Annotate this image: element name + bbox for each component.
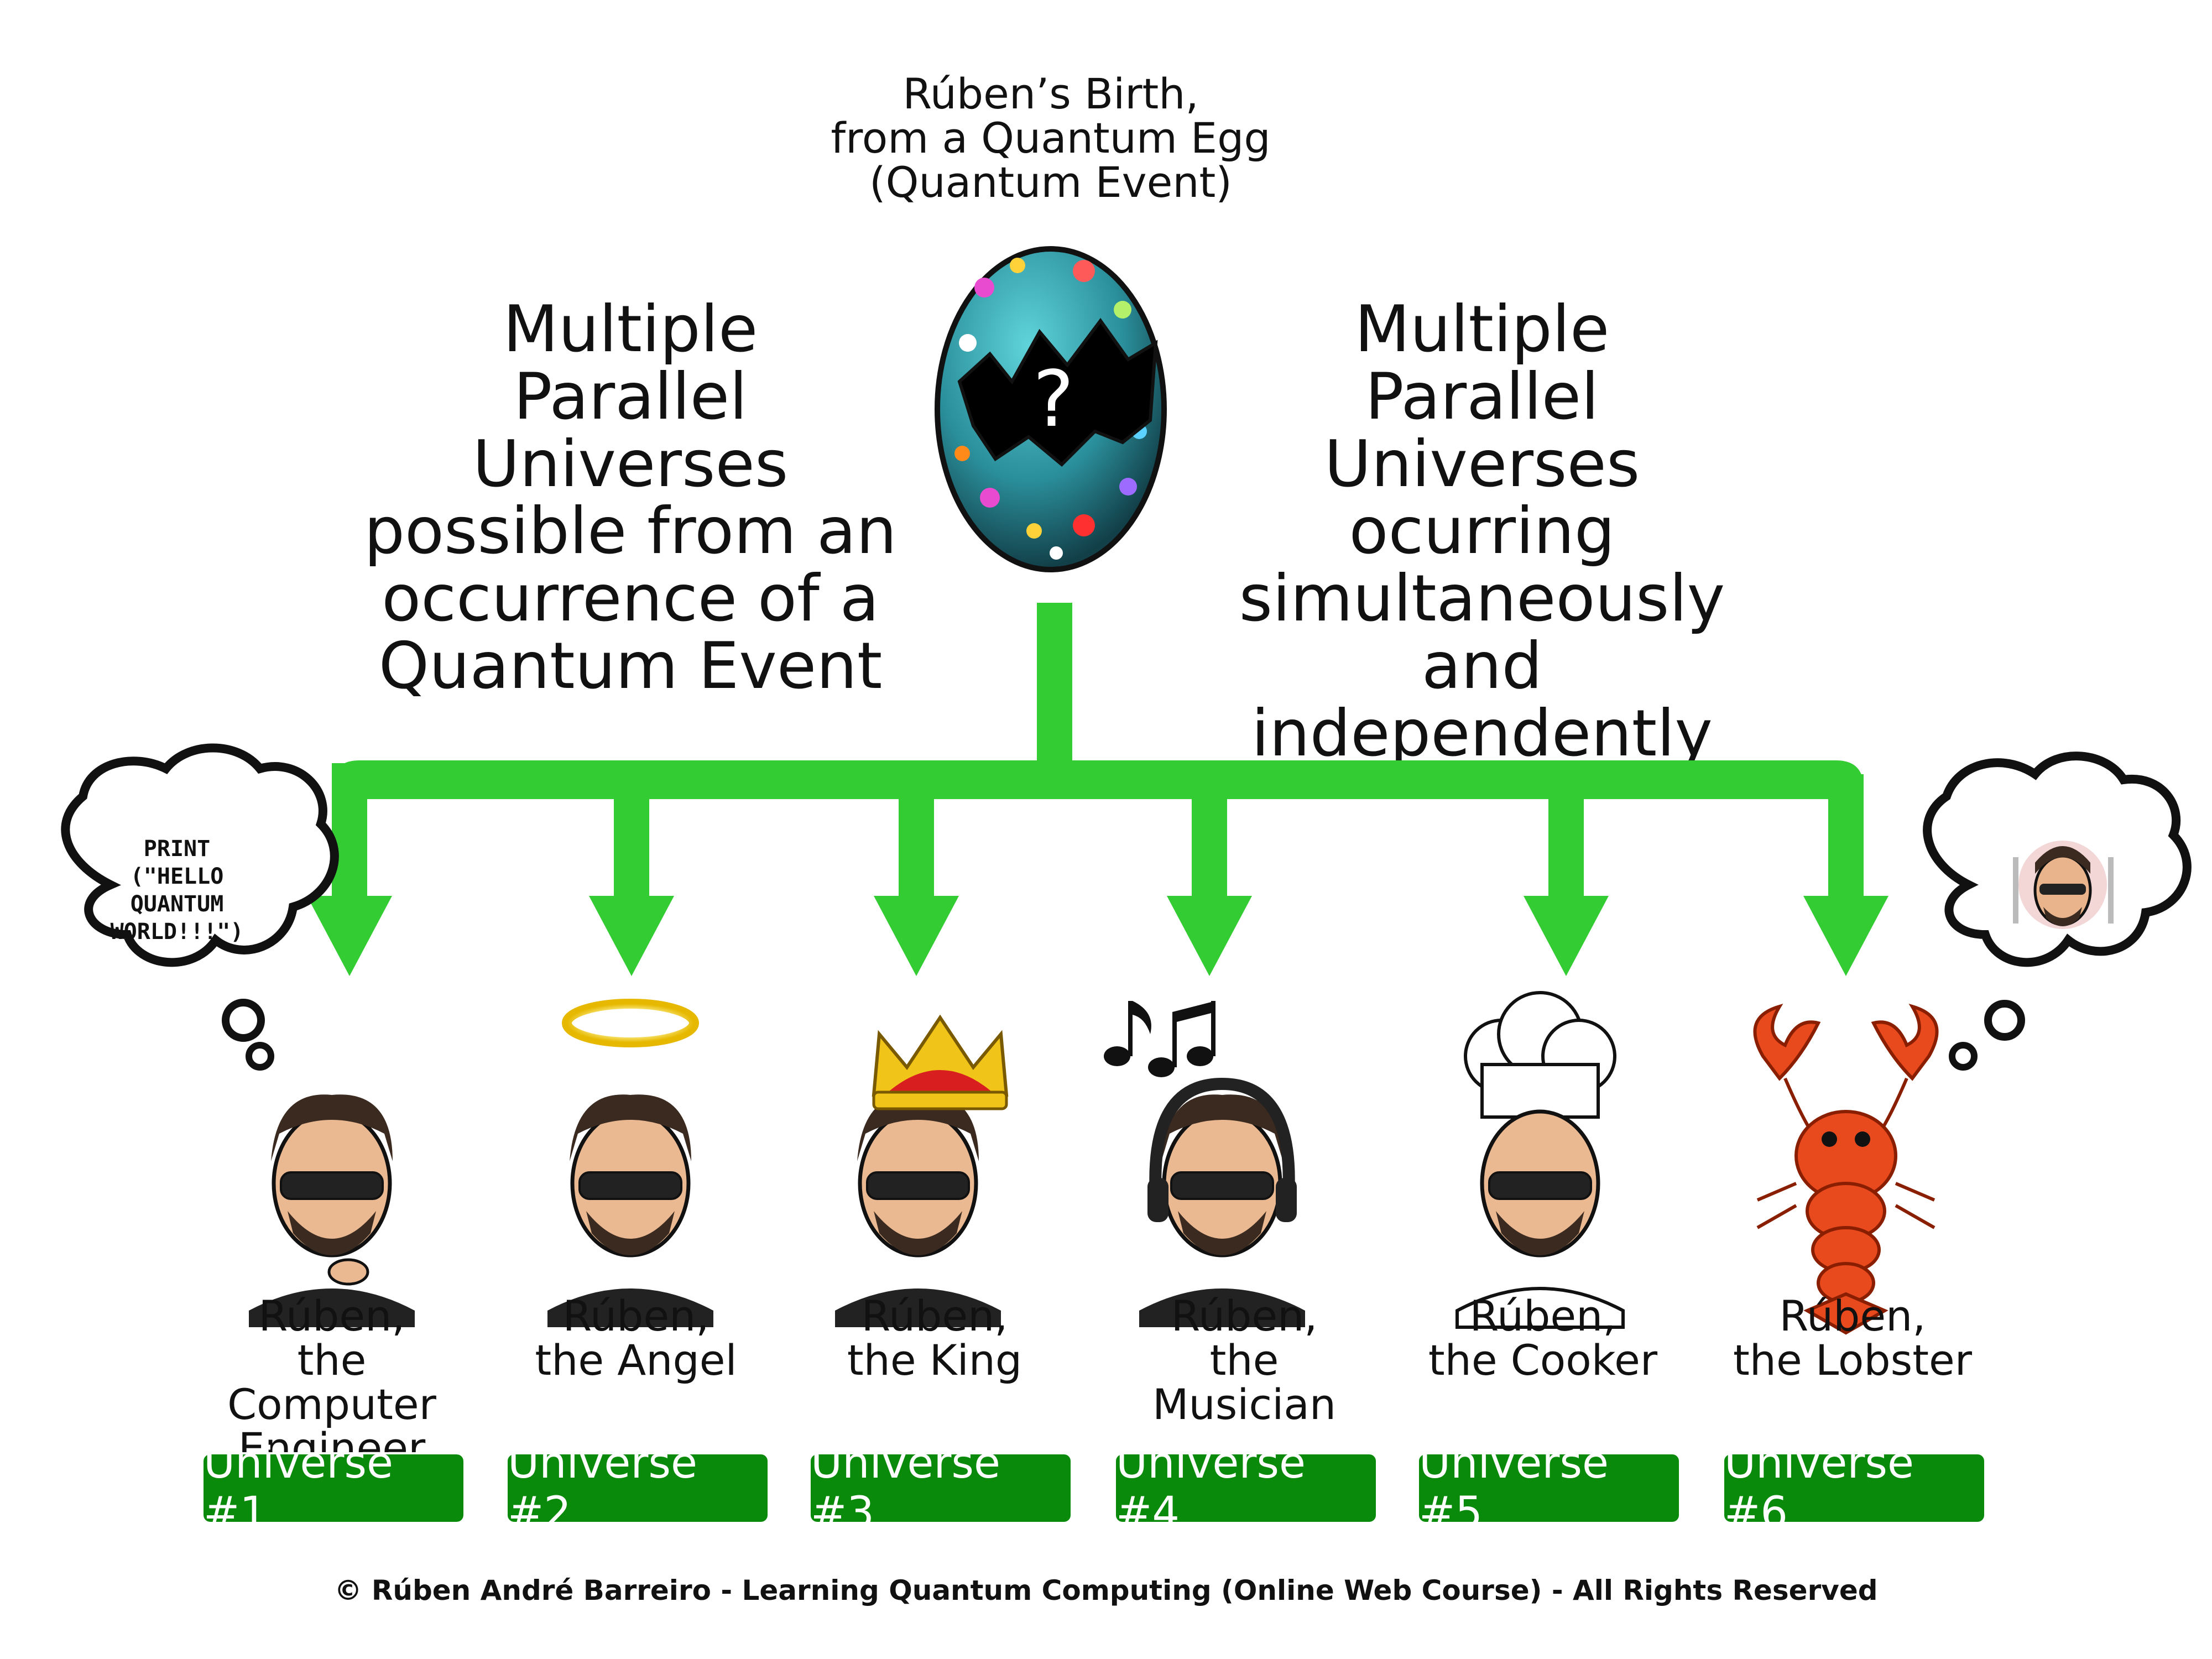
left-description: Multiple Parallel Universes possible fro… xyxy=(364,292,897,703)
crown-icon xyxy=(872,1014,1009,1110)
avatar-universe-3 xyxy=(835,1014,1009,1327)
universe-5-name: Rúben, the Cooker xyxy=(1428,1291,1658,1385)
avatar-universe-2 xyxy=(547,999,713,1327)
universe-4-name: Rúben, the Musician xyxy=(1152,1291,1337,1429)
universe-2-name: Rúben, the Angel xyxy=(535,1291,737,1385)
avatar-universe-4 xyxy=(1104,1001,1305,1327)
universe-4-tag: Universe #4 xyxy=(1116,1438,1376,1538)
music-notes-icon xyxy=(1104,1001,1215,1077)
diagram-title: Rúben’s Birth, from a Quantum Egg (Quant… xyxy=(831,69,1271,207)
lobster-icon xyxy=(1753,1004,1939,1335)
right-description: Multiple Parallel Universes ocurring sim… xyxy=(1239,292,1725,771)
copyright-footer: © Rúben André Barreiro - Learning Quantu… xyxy=(334,1574,1878,1606)
chef-hat-icon xyxy=(1464,991,1616,1119)
thought-bubble-right xyxy=(1923,752,2192,1071)
question-mark-icon: ? xyxy=(1033,354,1074,445)
quantum-egg-icon: ? xyxy=(935,246,1167,572)
universe-branch-arrows xyxy=(307,603,1888,976)
universe-3-tag: Universe #3 xyxy=(811,1438,1071,1538)
thought-code-text: PRINT ("HELLO QUANTUM WORLD!!!") xyxy=(110,836,244,945)
universe-6-name: Rúben, the Lobster xyxy=(1733,1291,1973,1385)
dining-avatar-icon xyxy=(2013,841,2114,929)
universe-2-tag: Universe #2 xyxy=(508,1438,768,1538)
avatar-universe-1 xyxy=(249,1094,415,1327)
universe-5-tag: Universe #5 xyxy=(1419,1438,1679,1538)
universe-3-name: Rúben, the King xyxy=(847,1291,1022,1385)
universe-1-tag: Universe #1 xyxy=(201,1438,466,1538)
universe-6-tag: Universe #6 xyxy=(1724,1438,1984,1538)
avatar-universe-5 xyxy=(1455,991,1625,1329)
halo-icon xyxy=(562,999,699,1047)
thought-bubble-left xyxy=(61,743,339,1071)
